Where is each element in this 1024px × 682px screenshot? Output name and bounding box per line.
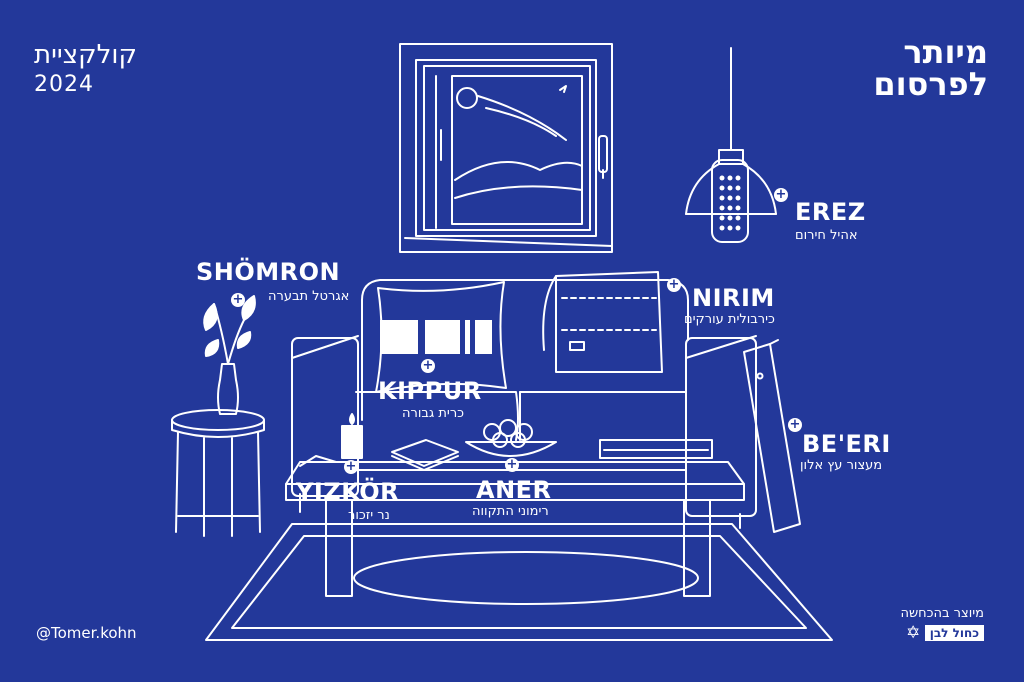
erez-plus-icon[interactable]: + bbox=[774, 187, 788, 202]
candle-drawing bbox=[300, 414, 362, 466]
blanket-drawing bbox=[543, 272, 662, 372]
bowl-drawing bbox=[466, 420, 556, 456]
aner-subtitle: רימוני התקווה bbox=[472, 504, 549, 519]
shomron-plus-icon[interactable]: + bbox=[231, 292, 245, 307]
blue-white-badge: כחול לבן bbox=[924, 625, 984, 641]
kippur-name: KIPPUR bbox=[378, 377, 482, 405]
beeri-name: BE'ERI bbox=[802, 430, 891, 458]
shomron-subtitle: אגרטל תבערה bbox=[268, 289, 350, 304]
rug-drawing bbox=[206, 524, 832, 640]
book-drawing bbox=[392, 440, 458, 470]
side-table-drawing bbox=[172, 410, 264, 536]
coffee-table-drawing bbox=[286, 462, 744, 596]
aner-plus-icon[interactable]: + bbox=[505, 457, 519, 472]
nirim-name: NIRIM bbox=[692, 284, 775, 312]
tray-drawing bbox=[600, 440, 712, 458]
nirim-plus-icon[interactable]: + bbox=[667, 277, 681, 292]
vase-drawing bbox=[204, 296, 255, 414]
produced-note: מיוצר בהכחשה bbox=[900, 606, 984, 621]
erez-subtitle: אהיל חירום bbox=[795, 228, 858, 243]
aner-name: ANER bbox=[476, 476, 552, 504]
brand-title: מיותר לפרסום bbox=[873, 36, 988, 100]
plank-drawing bbox=[744, 340, 800, 532]
beeri-plus-icon[interactable]: + bbox=[788, 417, 802, 432]
collection-year: 2024 bbox=[34, 72, 94, 97]
author-handle: @Tomer.kohn bbox=[36, 624, 137, 642]
collection-title: קולקציית bbox=[34, 40, 137, 70]
yizkor-name: YIZKÖR bbox=[296, 478, 400, 506]
brand-line-1: מיותר bbox=[903, 33, 988, 71]
beeri-subtitle: מעצור עץ אלון bbox=[800, 458, 883, 473]
brand-line-2: לפרסום bbox=[873, 65, 988, 103]
lamp-drawing bbox=[686, 48, 776, 242]
yizkor-subtitle: נר יזכור bbox=[348, 508, 390, 523]
erez-name: EREZ bbox=[795, 198, 866, 226]
shomron-name: SHÖMRON bbox=[196, 258, 341, 286]
kippur-subtitle: כרית גבורה bbox=[402, 406, 465, 421]
star-of-david-icon: ✡ bbox=[906, 623, 921, 643]
nirim-subtitle: כירבולית עורקים bbox=[684, 312, 775, 327]
cushion-drawing bbox=[376, 282, 506, 392]
kippur-plus-icon[interactable]: + bbox=[421, 358, 435, 373]
window-drawing bbox=[400, 44, 612, 252]
yizkor-plus-icon[interactable]: + bbox=[344, 459, 358, 474]
